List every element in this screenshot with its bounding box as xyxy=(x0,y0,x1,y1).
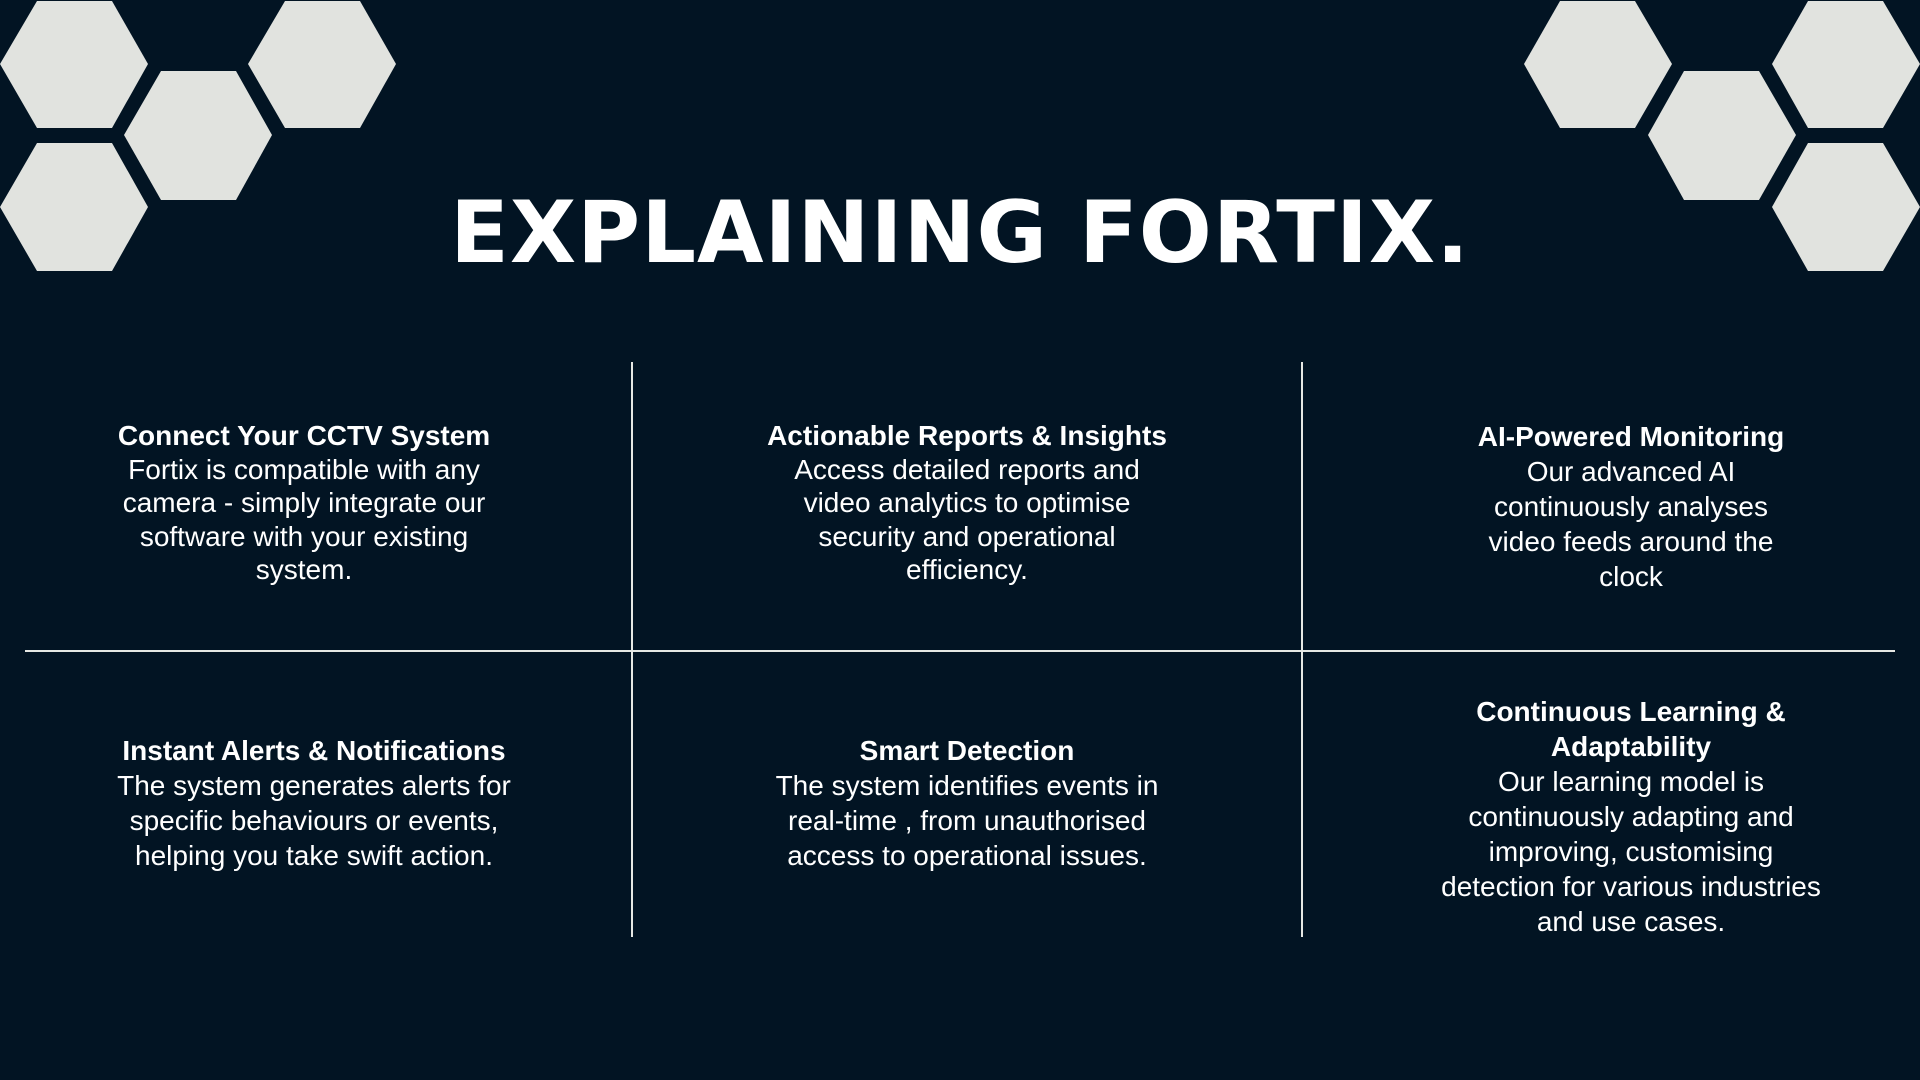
feature-description-line: clock xyxy=(1599,561,1663,592)
feature-heading-line: Connect Your CCTV System xyxy=(117,420,491,451)
feature-heading-line: Actionable Reports & Insights xyxy=(767,420,1167,451)
feature-description-line: Fortix is compatible with any xyxy=(128,453,480,485)
grid-divider-vertical xyxy=(1301,362,1303,937)
feature-description-line: Our learning model is xyxy=(1497,766,1765,797)
hexagon xyxy=(248,1,396,128)
hexagon xyxy=(1772,1,1920,128)
feature-heading-line: Smart Detection xyxy=(859,735,1075,766)
feature-description-line: security and operational xyxy=(818,520,1116,552)
feature-description-line: The system identifies events in xyxy=(775,770,1159,801)
feature-heading: Connect Your CCTV System xyxy=(24,419,584,453)
hexagon xyxy=(0,1,148,128)
page-title: EXPLAINING FORTIX. xyxy=(450,183,1470,283)
feature-description-line: The system generates alerts for xyxy=(117,770,511,801)
feature-description-line: helping you take swift action. xyxy=(135,840,493,871)
feature-heading: AI-Powered Monitoring xyxy=(1351,419,1911,454)
feature-description-line: continuously adapting and xyxy=(1468,801,1794,832)
feature-description-line: detection for various industries xyxy=(1441,871,1821,902)
feature-description-line: video analytics to optimise xyxy=(803,487,1131,518)
feature-description-line: continuously analyses xyxy=(1494,491,1768,522)
hexagon xyxy=(0,143,148,271)
feature-description-line: software with your existing xyxy=(139,520,469,552)
hexagon xyxy=(1524,1,1672,128)
grid-divider-horizontal xyxy=(25,650,1895,652)
feature-heading-line: Instant Alerts & Notifications xyxy=(122,735,506,766)
feature-heading-line: Continuous Learning & xyxy=(1476,696,1786,727)
feature-heading-line: AI-Powered Monitoring xyxy=(1477,421,1785,452)
feature-description-line: video feeds around the xyxy=(1488,526,1774,557)
feature-heading: Smart Detection xyxy=(687,733,1247,768)
grid-divider-vertical xyxy=(631,362,633,937)
hexagon xyxy=(1648,71,1796,200)
feature-description-line: improving, customising xyxy=(1488,836,1774,867)
feature-description-line: system. xyxy=(255,554,353,585)
feature-description-line: access to operational issues. xyxy=(787,840,1147,871)
feature-description-line: Access detailed reports and xyxy=(794,453,1140,485)
feature-description-line: efficiency. xyxy=(906,554,1028,585)
feature-description-line: and use cases. xyxy=(1536,906,1726,937)
hexagon xyxy=(1772,143,1920,271)
hexagon xyxy=(124,71,272,200)
feature-heading: Actionable Reports & Insights xyxy=(687,419,1247,453)
feature-description-line: specific behaviours or events, xyxy=(129,805,499,836)
feature-heading-line: Adaptability xyxy=(1550,731,1712,762)
feature-description-line: camera - simply integrate our xyxy=(122,487,486,518)
feature-description-line: real-time , from unauthorised xyxy=(788,805,1146,836)
feature-heading: Continuous Learning & Adaptability xyxy=(1351,694,1911,764)
feature-heading: Instant Alerts & Notifications xyxy=(34,733,594,768)
feature-description-line: Our advanced AI xyxy=(1526,456,1736,487)
